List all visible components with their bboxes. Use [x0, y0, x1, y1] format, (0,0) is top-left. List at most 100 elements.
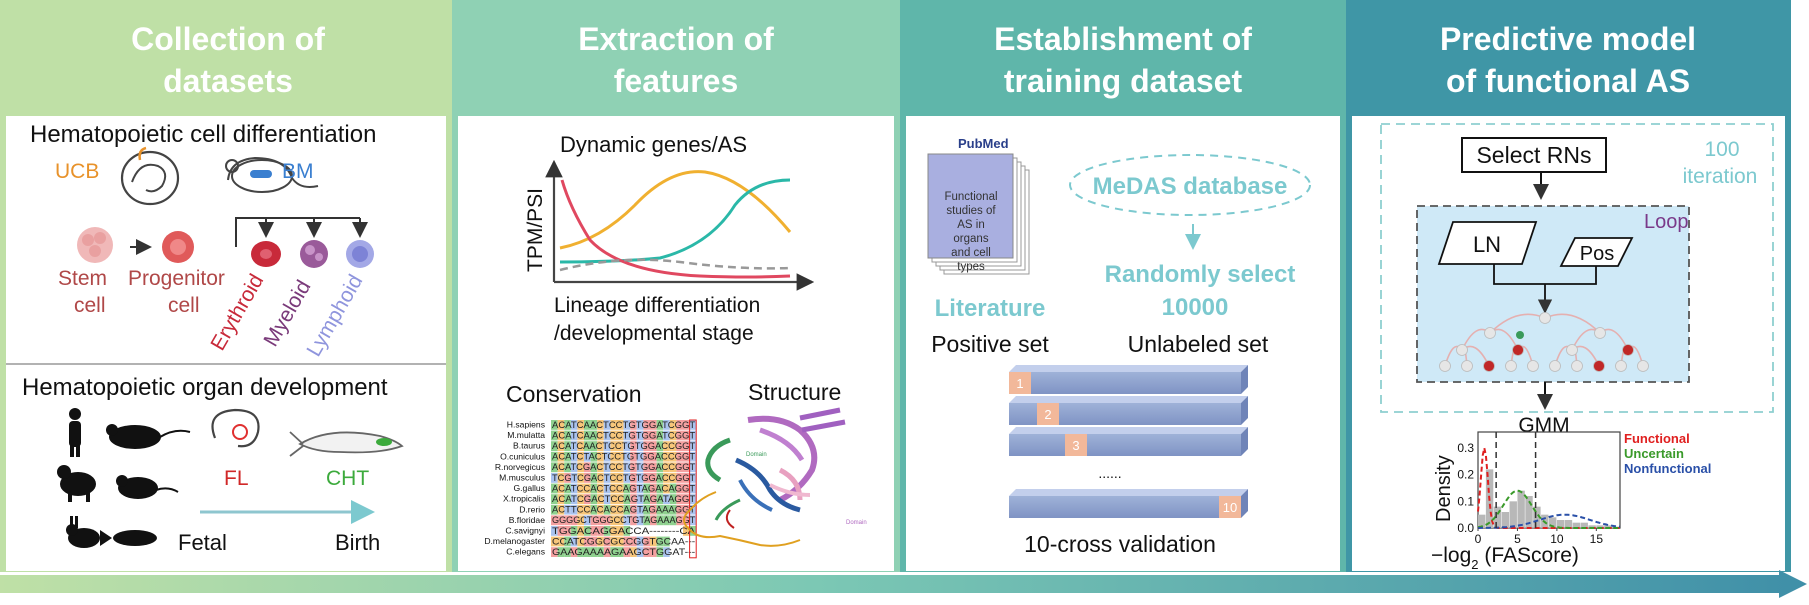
gmm-histogram-bar — [1580, 522, 1588, 528]
pos-label: Pos — [1580, 243, 1614, 265]
gmm-ytick: 0.1 — [1457, 494, 1474, 508]
alignment-sequence: ACATCAACTCCTGTGGATCGGT — [552, 419, 695, 430]
gmm-histogram-bar — [1478, 514, 1486, 528]
fish-icon — [100, 530, 157, 546]
alignment-cell — [557, 473, 565, 483]
alignment-cell — [584, 473, 591, 483]
cht-label: CHT — [326, 467, 369, 490]
alignment-cell — [656, 515, 664, 526]
progenitor-cell-icon — [162, 231, 194, 263]
alignment-cell — [551, 494, 558, 504]
alignment-cell — [610, 451, 617, 462]
alignment-cell — [630, 504, 637, 515]
randomly-select-label: Randomly select — [1105, 261, 1296, 288]
alignment-cell — [683, 526, 690, 536]
ln-box — [1437, 221, 1538, 265]
alignment-cell — [584, 536, 591, 547]
alignment-cell — [570, 526, 578, 536]
alignment-cell — [610, 430, 617, 441]
iteration-label: iteration — [1683, 165, 1758, 188]
species-label: X.tropicalis — [503, 494, 545, 504]
alignment-cell — [650, 430, 657, 441]
alignment-cell — [610, 494, 617, 504]
alignment-cell — [676, 494, 683, 504]
ucb-label: UCB — [55, 160, 99, 183]
alignment-cell — [650, 451, 657, 462]
alignment-cell — [603, 483, 611, 494]
alignment-cell — [577, 536, 584, 547]
alignment-cell — [676, 526, 683, 536]
alignment-cell — [643, 536, 650, 547]
cross-validation-label: 10-cross validation — [1024, 531, 1216, 557]
alignment-cell — [636, 441, 644, 451]
stem-cell-label-2: cell — [74, 294, 106, 317]
alignment-cell — [617, 430, 624, 441]
alignment-cell — [564, 536, 571, 547]
alignment-cell — [669, 451, 677, 462]
panel2: Dynamic genes/AS TPM/PSI Lineage differe… — [484, 132, 867, 559]
alignment-cell — [597, 547, 604, 557]
alignment-cell — [669, 441, 677, 451]
alignment-cell — [557, 430, 565, 441]
legend-nonfunctional: Nonfunctional — [1624, 461, 1711, 476]
alignment-cell — [597, 504, 604, 515]
gmm-histogram-bar — [1596, 525, 1604, 528]
alignment-cell — [617, 494, 624, 504]
alignment-cell — [650, 473, 657, 483]
protein-structure-icon: Domain Domain — [683, 407, 867, 547]
fold-number: 3 — [1072, 438, 1079, 453]
alignment-cell — [570, 494, 578, 504]
species-label: D.rerio — [519, 504, 545, 514]
alignment-cell — [689, 441, 697, 451]
fold-bar-top — [1009, 396, 1248, 403]
alignment-cell — [663, 451, 670, 462]
loop-label: Loop — [1644, 211, 1689, 233]
tree-node — [1505, 360, 1517, 372]
alignment-cell — [650, 420, 657, 430]
unlabeled-set-label: Unlabeled set — [1128, 331, 1269, 357]
tree-node — [1594, 327, 1606, 339]
fetal-label: Fetal — [178, 530, 227, 555]
tree-node — [1539, 312, 1551, 324]
alignment-cell — [603, 547, 611, 557]
alignment-cell — [570, 515, 578, 526]
human-icon — [69, 408, 81, 457]
fold-highlight — [1065, 434, 1087, 456]
curve-red — [560, 179, 791, 279]
alignment-cell — [564, 462, 571, 473]
alignment-cell — [577, 547, 584, 557]
fold-bar — [1009, 434, 1241, 456]
alignment-cell — [650, 441, 657, 451]
species-label: H.sapiens — [507, 420, 545, 430]
alignment-cell — [683, 451, 690, 462]
alignment-cell — [630, 526, 637, 536]
alignment-cell — [617, 515, 624, 526]
dynamic-genes-title: Dynamic genes/AS — [560, 132, 747, 157]
alignment-cell — [577, 515, 584, 526]
alignment-cell — [603, 420, 611, 430]
tree-node-green — [1516, 331, 1524, 339]
alignment-cell — [617, 441, 624, 451]
splice-site-highlight — [689, 419, 697, 559]
alignment-cell — [643, 526, 650, 536]
select-rns-label: Select RNs — [1476, 142, 1591, 168]
alignment-cell — [623, 536, 631, 547]
book-text-line: organs — [953, 233, 988, 245]
alignment-cell — [683, 515, 690, 526]
zebrafish-icon — [289, 431, 404, 457]
alignment-cell — [656, 547, 664, 557]
alignment-sequence: ACTTCCACACCAGTAGAAAGGT — [552, 504, 695, 515]
alignment-cell — [663, 420, 670, 430]
header3-line2: training dataset — [1004, 63, 1243, 99]
tree-node — [1527, 360, 1539, 372]
alignment-cell — [669, 420, 677, 430]
alignment-cell — [564, 441, 571, 451]
alignment-sequence: TGGACAGGACCA--------CA — [552, 525, 696, 536]
panel1: Hematopoietic cell differentiation UCB B… — [6, 121, 446, 555]
density-axis-label: Density — [1433, 455, 1455, 522]
alignment-cell — [663, 515, 670, 526]
alignment-cell — [630, 547, 637, 557]
gmm-histogram-bar — [1509, 501, 1517, 528]
